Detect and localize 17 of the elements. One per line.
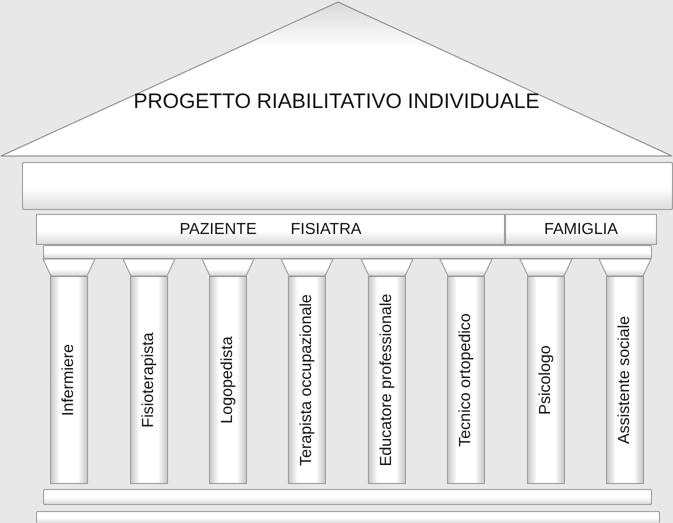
group-label: FAMIGLIA [544, 220, 618, 238]
column-label: Fisioterapista [140, 332, 158, 428]
group-label: PAZIENTE [180, 220, 257, 238]
architrave-band [505, 214, 657, 245]
column-label: Psicologo [537, 345, 555, 415]
entablature-band [22, 162, 673, 210]
base-step [36, 511, 660, 523]
group-label: FISIATRA [290, 220, 362, 238]
architrave-band [36, 214, 505, 245]
title-text: PROGETTO RIABILITATIVO INDIVIDUALE [132, 90, 541, 114]
column-label: Logopedista [219, 336, 237, 424]
column-label: Terapista occupazionale [298, 294, 316, 466]
column-label: Educatore professionale [378, 294, 396, 466]
base-slab [43, 489, 652, 505]
column-label: Tecnico ortopedico [457, 313, 475, 447]
column-label: Assistente sociale [616, 316, 634, 444]
column-label: Infermiere [60, 344, 78, 416]
